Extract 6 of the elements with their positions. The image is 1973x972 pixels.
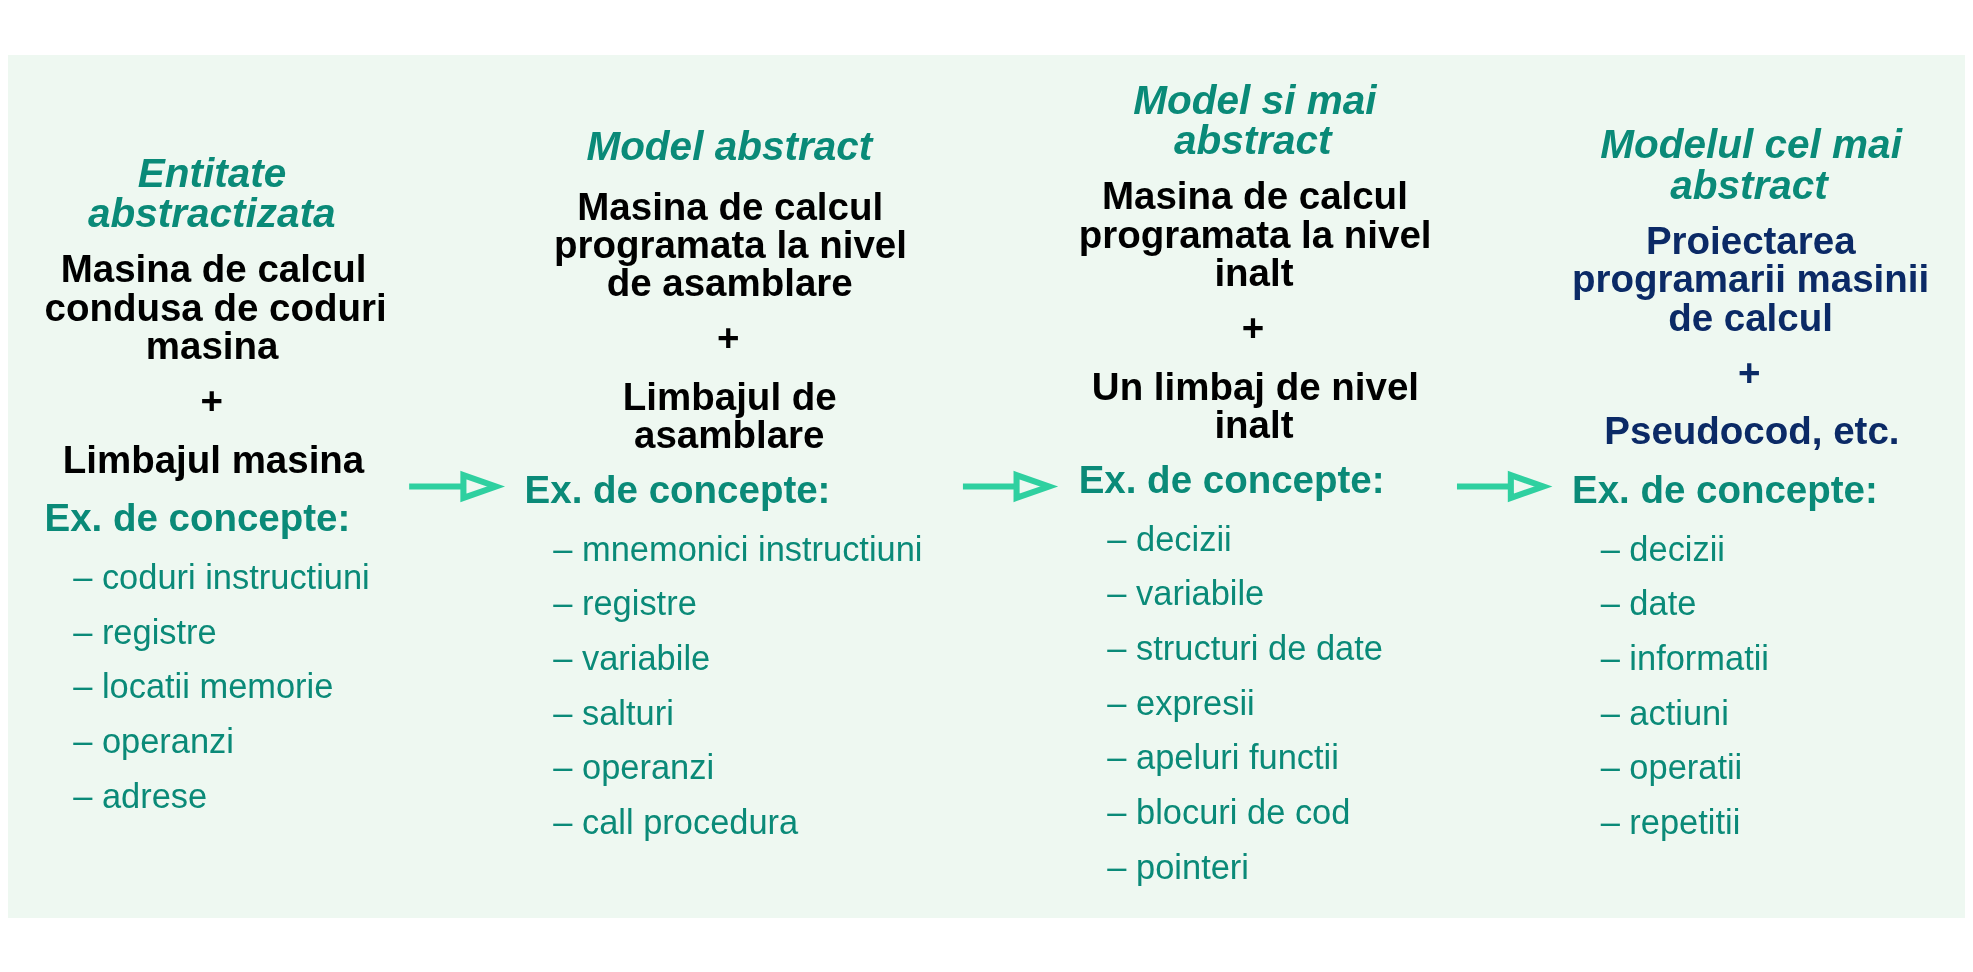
arrow [409, 470, 506, 502]
node-text: Model si mai abstract Masina de calcul programata la nivel inalt + Un limbaj de nivel inalt Ex. de concepte: – decizii – variabile – structuri de date – expresii – apeluri functii – blocuri de cod – pointeri [1078, 76, 1432, 886]
node-text: Modelul cel mai abstract Proiectarea programarii masinii de calcul + Pseudocod, etc. Ex. de concepte: – decizii – date – informatii – actiuni – operatii – repetitii [1571, 120, 1930, 841]
node-text: Entitate abstractizata Masina de calcul condusa de coduri masina + Limbajul masina Ex. de concepte: – coduri instructiuni – registre – locatii memorie – operanzi – adrese [44, 149, 387, 815]
arrow [962, 470, 1059, 502]
node-text: Model abstract Masina de calcul programata la nivel de asamblare + Limbajul de asamblare Ex. de concepte: – mnemonici instructiuni – registre – variabile – salturi – operanzi – call procedura [524, 122, 923, 841]
